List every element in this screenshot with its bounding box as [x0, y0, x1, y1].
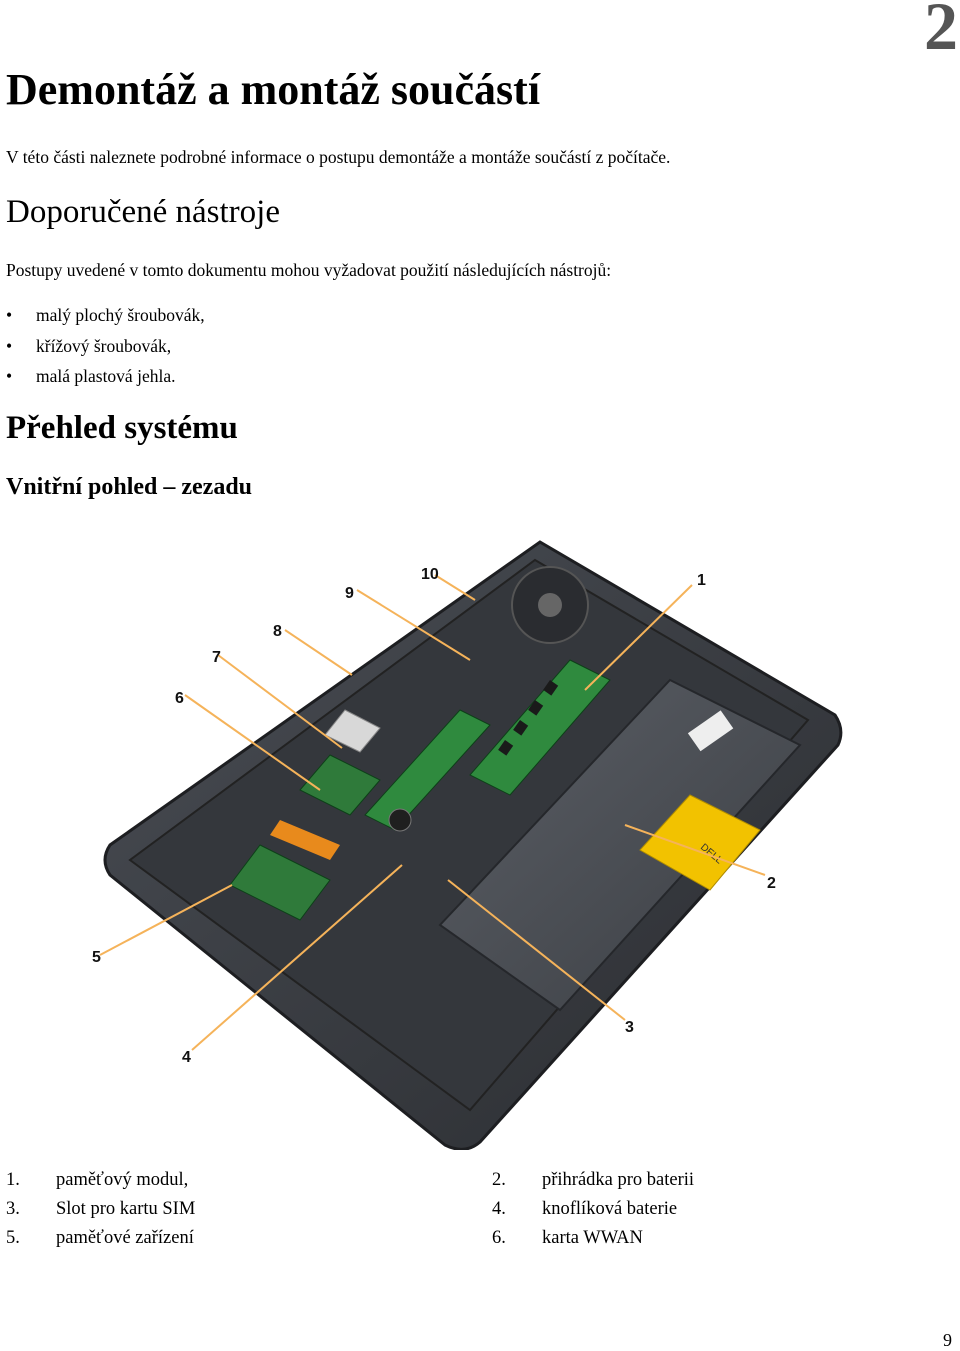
storage-device	[229, 844, 331, 921]
callout-3: 3	[625, 1019, 634, 1036]
callout-6: 6	[175, 690, 184, 707]
tools-text: Postupy uvedené v tomto dokumentu mohou …	[6, 260, 612, 280]
callout-9: 9	[345, 585, 354, 602]
page-number: 9	[943, 1330, 952, 1350]
callout-2: 2	[767, 875, 776, 892]
list-item: malá plastová jehla.	[6, 363, 205, 394]
chapter-number: 2	[924, 0, 958, 64]
list-item: křížový šroubovák,	[6, 333, 205, 364]
tools-heading: Doporučené nástroje	[6, 194, 280, 230]
wlan-card	[324, 709, 381, 753]
callout-1: 1	[697, 572, 706, 589]
wwan-card	[299, 754, 381, 816]
callout-8: 8	[273, 623, 282, 640]
white-label	[687, 710, 734, 752]
callout-lines	[99, 574, 766, 1051]
tools-list: malý plochý šroubovák, křížový šroubovák…	[6, 302, 205, 394]
callout-7: 7	[212, 649, 221, 666]
battery-sticker	[639, 794, 761, 891]
overview-subheading: Vnitřní pohled – zezadu	[6, 474, 253, 500]
overview-heading: Přehled systému	[6, 410, 238, 446]
list-item: malý plochý šroubovák,	[6, 302, 205, 333]
inner-tray	[128, 558, 810, 1112]
page-title: Demontáž a montáž součástí	[6, 65, 541, 114]
coin-battery	[388, 808, 412, 832]
battery-bay	[438, 678, 802, 1012]
laptop-interior-figure: DELL 1 2 3 4 5 6	[92, 540, 843, 1150]
callout-4: 4	[182, 1049, 191, 1066]
callout-numbers: 1 2 3 4 5 6 7 8 9 10	[92, 566, 776, 1066]
memory-modules	[364, 659, 611, 831]
orange-cable	[270, 820, 340, 860]
callout-5: 5	[92, 949, 101, 966]
callout-10: 10	[421, 566, 439, 583]
intro-text: V této části naleznete podrobné informac…	[6, 147, 671, 167]
